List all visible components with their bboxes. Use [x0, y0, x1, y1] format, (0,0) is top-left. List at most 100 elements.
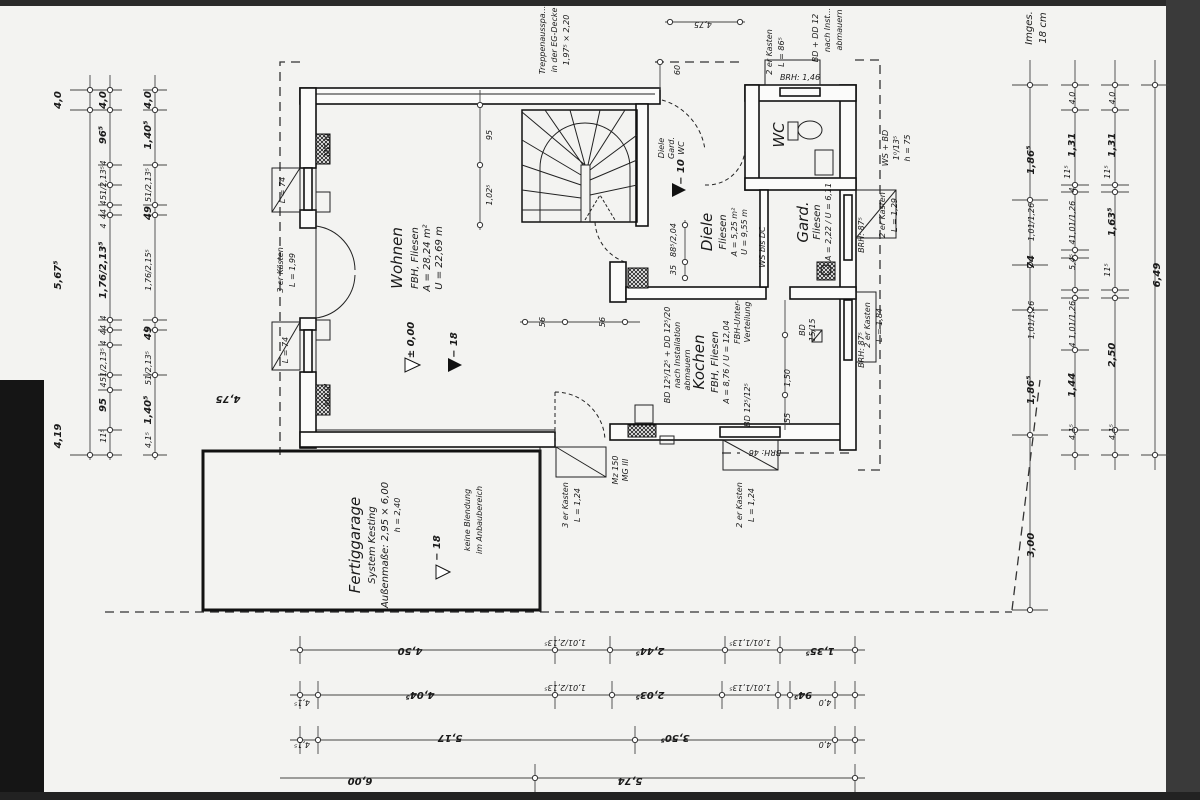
dim-label: 60	[673, 65, 682, 75]
dimension-tick	[774, 691, 782, 699]
stair-note: 1,97⁵ × 2,20	[562, 15, 571, 66]
dim-label: 95	[98, 398, 109, 412]
dim-label: 4	[99, 340, 108, 345]
install-note: BD 12⁵/12⁵ + DD 12⁵/20	[663, 307, 672, 404]
dimension-tick	[151, 326, 159, 334]
bd-note: BD	[798, 324, 807, 336]
dim-label: 4,1⁵	[294, 698, 310, 707]
room-diele: Diele Fliesen A = 5,25 m² U = 9,55 m − 1…	[676, 159, 749, 257]
dimension-tick	[1071, 81, 1079, 89]
dim-label: 1,31	[1067, 133, 1078, 158]
dimension-tick	[151, 451, 159, 459]
dim-label: 4,19	[53, 424, 64, 450]
dimension-tick	[106, 386, 114, 394]
dimension-tick	[106, 326, 114, 334]
dimension-tick	[296, 736, 304, 744]
dim-label: 11⁵	[1063, 165, 1072, 178]
brh-label: BRH: 46	[749, 448, 781, 457]
dim-label: 1,01/1,13⁵	[729, 683, 771, 692]
room-kochen: Kochen FBH, Fliesen A = 8,76 / U = 12,04…	[663, 226, 817, 427]
room-perimeter: U = 22,69 m	[434, 226, 445, 290]
dimension-tick	[1151, 81, 1159, 89]
mg-label: MG III	[621, 458, 630, 481]
dimension-labels: 4,0 5,67⁵ 4,19 4,0 96⁵ 4 51/2,13⁵ 4 44 4…	[53, 20, 1163, 786]
dim-label: 74	[1026, 255, 1037, 269]
dimension-tick	[851, 646, 859, 654]
mg-label: MG III	[323, 383, 332, 406]
level-triangle-garage	[435, 564, 452, 580]
wc-note: nach Inst...	[823, 8, 832, 52]
window-label: 2 er Kasten	[765, 29, 774, 75]
dimension-tick	[1111, 294, 1119, 302]
dim-label: 1,01/1,26	[1068, 201, 1077, 239]
level-label: − 18	[449, 332, 460, 358]
room-name: Wohnen	[388, 227, 406, 289]
dimension-tick	[1071, 181, 1079, 189]
dimension-tick	[151, 316, 159, 324]
window-label: L = 1,99	[288, 253, 297, 287]
dgw-note: WC	[677, 141, 686, 155]
dimension-tick	[1026, 431, 1034, 439]
dimension-tick	[476, 221, 484, 229]
dim-label: 1,76/2,15⁵	[144, 249, 153, 291]
dimension-tick	[851, 774, 859, 782]
scan-edge-right	[1166, 0, 1200, 800]
dimension-tick	[106, 316, 114, 324]
ws-bd-note: 1⁰/13⁵	[892, 136, 901, 160]
dimension-tick	[1026, 606, 1034, 614]
dim-label: 5,67⁵	[53, 260, 64, 289]
dim-label: 1,86⁵	[1026, 145, 1037, 174]
dimension-tick	[296, 646, 304, 654]
dimension-tick	[1111, 286, 1119, 294]
dimension-tick	[1026, 81, 1034, 89]
dimension-tick	[106, 211, 114, 219]
dimension-tick	[781, 331, 789, 339]
dimension-tick	[106, 161, 114, 169]
room-wc: WC	[770, 122, 788, 148]
dim-label: 4,04⁵	[405, 689, 435, 700]
dimension-tick	[736, 18, 744, 26]
room-area: A = 5,25 m²	[730, 207, 739, 257]
dim-label: 1,50	[783, 369, 792, 387]
dimension-tick	[476, 101, 484, 109]
dimension-tick	[681, 221, 689, 229]
dim-label: 4	[99, 315, 108, 320]
dimension-tick	[666, 18, 674, 26]
room-area-perimeter: A = 8,76 / U = 12,04	[722, 320, 731, 404]
dimension-tick	[786, 691, 794, 699]
dim-label: 4,50	[398, 645, 424, 656]
dim-label: 44	[99, 209, 108, 219]
window-label: L = 1,84	[875, 308, 884, 342]
dimension-tick	[656, 58, 664, 66]
dimension-tick	[86, 106, 94, 114]
dim-label: 11⁵	[99, 429, 108, 442]
dimension-tick	[106, 341, 114, 349]
level-triangle-diele	[672, 183, 686, 197]
room-name: Kochen	[690, 335, 708, 390]
dim-label: 6,00	[348, 775, 373, 786]
stair-note: Treppenausspa...	[538, 6, 547, 75]
dimension-tick	[1111, 106, 1119, 114]
dim-label: 1,76/2,13⁵	[98, 241, 109, 298]
dimension-tick	[106, 86, 114, 94]
dim-label: 49	[143, 326, 154, 341]
dimension-tick	[631, 736, 639, 744]
dim-label: 5,74	[618, 775, 643, 786]
dimension-tick	[681, 274, 689, 282]
dimension-tick	[106, 201, 114, 209]
radiators	[315, 191, 654, 424]
room-floor: FBH, Fliesen	[410, 227, 421, 289]
dim-label: 1,86⁵	[1026, 375, 1037, 404]
dim-label: 4,75	[216, 393, 242, 404]
dim-label: 4,0	[143, 91, 154, 110]
room-area-perimeter: A = 2,22 / U = 6,11	[824, 183, 833, 262]
room-wohnen: Wohnen FBH, Fliesen A = 28,24 m² U = 22,…	[388, 224, 460, 358]
dim-label: 1,02⁵	[485, 184, 494, 205]
window-label: 3 er Kasten	[561, 482, 570, 528]
dim-label: 3,00	[1026, 533, 1037, 558]
dimension-tick	[1071, 426, 1079, 434]
dim-label: 1,40⁵	[143, 395, 154, 424]
dim-label: 4	[99, 160, 108, 165]
total-note: Imges.	[1024, 11, 1035, 45]
